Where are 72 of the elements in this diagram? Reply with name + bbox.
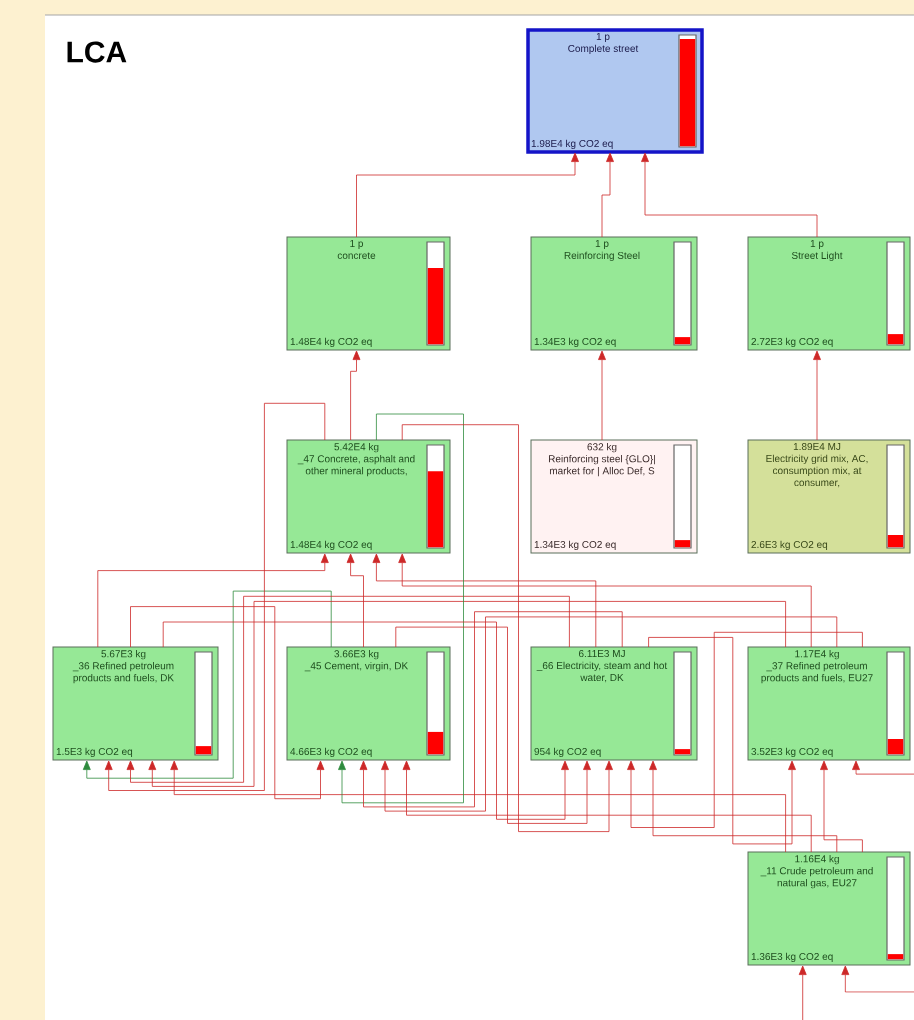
process-box: 1 p concrete 1.48E4 kg CO2 eq xyxy=(286,236,451,351)
node-label: 1.34E3 kg CO2 eq xyxy=(534,337,616,347)
node-label: Reinforcing steel {GLO}| market for | Alloc Def, S xyxy=(548,455,655,477)
arrow xyxy=(395,626,591,824)
node-label: _37 Refined petroleum products and fuels, EU27 xyxy=(761,662,873,684)
arrow xyxy=(170,760,786,853)
node-label: 1.48E4 kg CO2 eq xyxy=(290,337,372,347)
node-label: 1 p xyxy=(810,240,824,249)
node-label: _66 Electricity, steam and hot water, DK xyxy=(536,661,668,683)
node-label: 1 p xyxy=(596,33,610,42)
node-label: _45 Cement, virgin, DK xyxy=(304,662,409,672)
node-label: 5.67E3 kg xyxy=(101,650,146,660)
node-label: 1.89E4 MJ xyxy=(793,443,841,451)
arrow xyxy=(104,402,326,791)
arrow xyxy=(841,965,914,993)
node-label: 6.11E3 MJ xyxy=(578,650,625,658)
arrow xyxy=(598,350,606,441)
process-box: 3.66E3 kg _45 Cement, virgin, DK 4.66E3 kg CO2 eq xyxy=(286,646,451,761)
arrow xyxy=(148,601,786,787)
arrow xyxy=(601,152,614,238)
node-label: 3.52E3 kg CO2 eq xyxy=(751,747,833,757)
node-label: _47 Concrete, asphalt and other mineral products, xyxy=(297,455,415,477)
arrow xyxy=(338,413,464,804)
node-label: 1.16E4 kg xyxy=(795,855,839,865)
node-label: 2.72E3 kg CO2 eq xyxy=(751,337,833,347)
arrow xyxy=(126,595,570,783)
process-box: 5.67E3 kg _36 Refined petroleum products and fuels, DK 1.5E3 kg CO2 eq xyxy=(52,646,219,761)
node-label: 1.36E3 kg CO2 eq xyxy=(751,952,833,962)
title: LCA xyxy=(67,41,127,63)
arrow xyxy=(398,553,812,648)
node-label: 4.66E3 kg CO2 eq xyxy=(290,747,372,757)
arrow xyxy=(346,553,364,648)
arrow xyxy=(359,611,623,808)
arrow xyxy=(798,965,807,1020)
arrow xyxy=(649,760,838,853)
arrow xyxy=(813,350,821,441)
node-label: 2.6E3 kg CO2 eq xyxy=(751,540,828,550)
node-label: 632 kg xyxy=(587,443,617,453)
arrow xyxy=(852,760,914,775)
process-box: 1 p Complete street 1.98E4 kg CO2 eq xyxy=(526,28,704,154)
node-label: 5.42E4 kg xyxy=(334,443,379,453)
arrow xyxy=(97,553,329,648)
node-label: Complete street xyxy=(568,44,639,54)
node-label: Electricity grid mix, AC, consumption mix, at consumer, xyxy=(766,454,868,488)
arrow xyxy=(350,350,361,441)
node-label: 3.66E3 kg xyxy=(334,650,379,660)
process-box: 5.42E4 kg _47 Concrete, asphalt and other mineral products, 1.48E4 kg CO2 eq xyxy=(286,439,451,554)
arrow xyxy=(381,616,838,812)
arrow xyxy=(130,606,325,800)
node-label: 1.5E3 kg CO2 eq xyxy=(56,747,133,757)
node-label: 1 p xyxy=(595,240,609,249)
node-label: 1.34E3 kg CO2 eq xyxy=(534,540,616,550)
node-label: _11 Crude petroleum and natural gas, EU27 xyxy=(760,867,873,889)
arrow xyxy=(372,553,597,648)
arrow xyxy=(627,631,863,828)
node-label: _36 Refined petroleum products and fuels, DK xyxy=(72,662,174,684)
node-label: Street Light xyxy=(791,251,843,261)
node-label: 1 p xyxy=(350,240,364,249)
node-label: 1.48E4 kg CO2 eq xyxy=(290,540,372,550)
arrow xyxy=(641,152,818,238)
node-label: 954 kg CO2 eq xyxy=(534,747,601,757)
arrow xyxy=(401,424,613,832)
arrow xyxy=(402,760,812,853)
arrow xyxy=(82,590,332,779)
arrow xyxy=(648,637,796,845)
arrow xyxy=(356,152,579,238)
arrow xyxy=(820,760,863,853)
node-label: 1.98E4 kg CO2 eq xyxy=(531,139,613,149)
node-label: 1.17E4 kg xyxy=(795,650,839,660)
arrow xyxy=(162,621,569,820)
node-label: concrete xyxy=(337,252,376,259)
node-label: Reinforcing Steel xyxy=(564,251,640,261)
